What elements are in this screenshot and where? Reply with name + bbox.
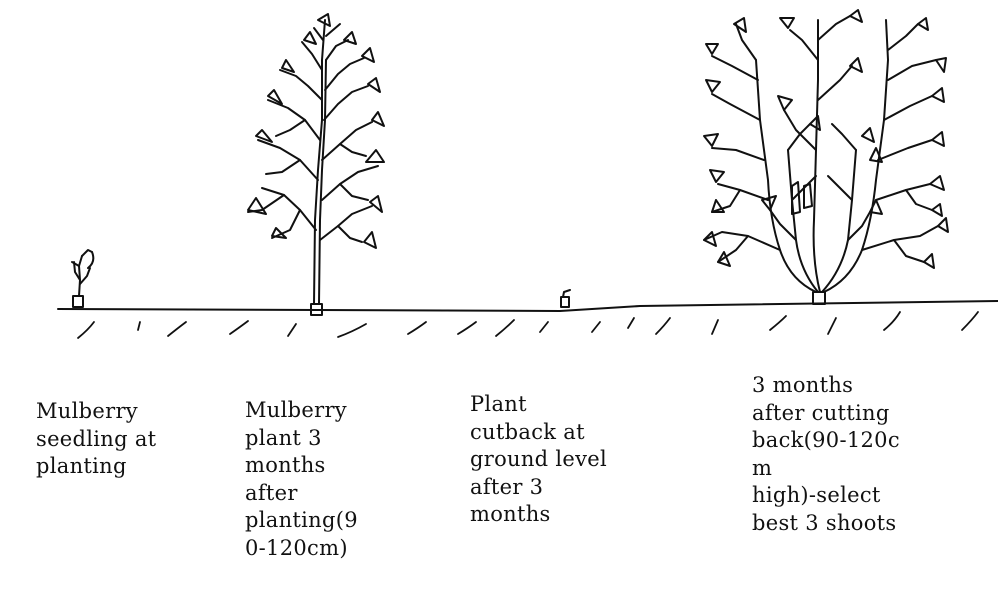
ground-line (58, 301, 998, 311)
cutback-stump (561, 290, 570, 307)
soil-hatching (78, 312, 978, 338)
young-tree (248, 14, 384, 315)
caption-after-cutting-back: 3 months after cutting back(90-120c m hi… (752, 372, 952, 537)
bushy-tree (704, 10, 948, 304)
seedling-plant (72, 250, 93, 307)
caption-seedling-at-planting: Mulberry seedling at planting (36, 398, 216, 481)
caption-plant-cutback: Plant cutback at ground level after 3 mo… (470, 391, 670, 529)
caption-plant-three-months: Mulberry plant 3 months after planting(9… (245, 397, 415, 562)
